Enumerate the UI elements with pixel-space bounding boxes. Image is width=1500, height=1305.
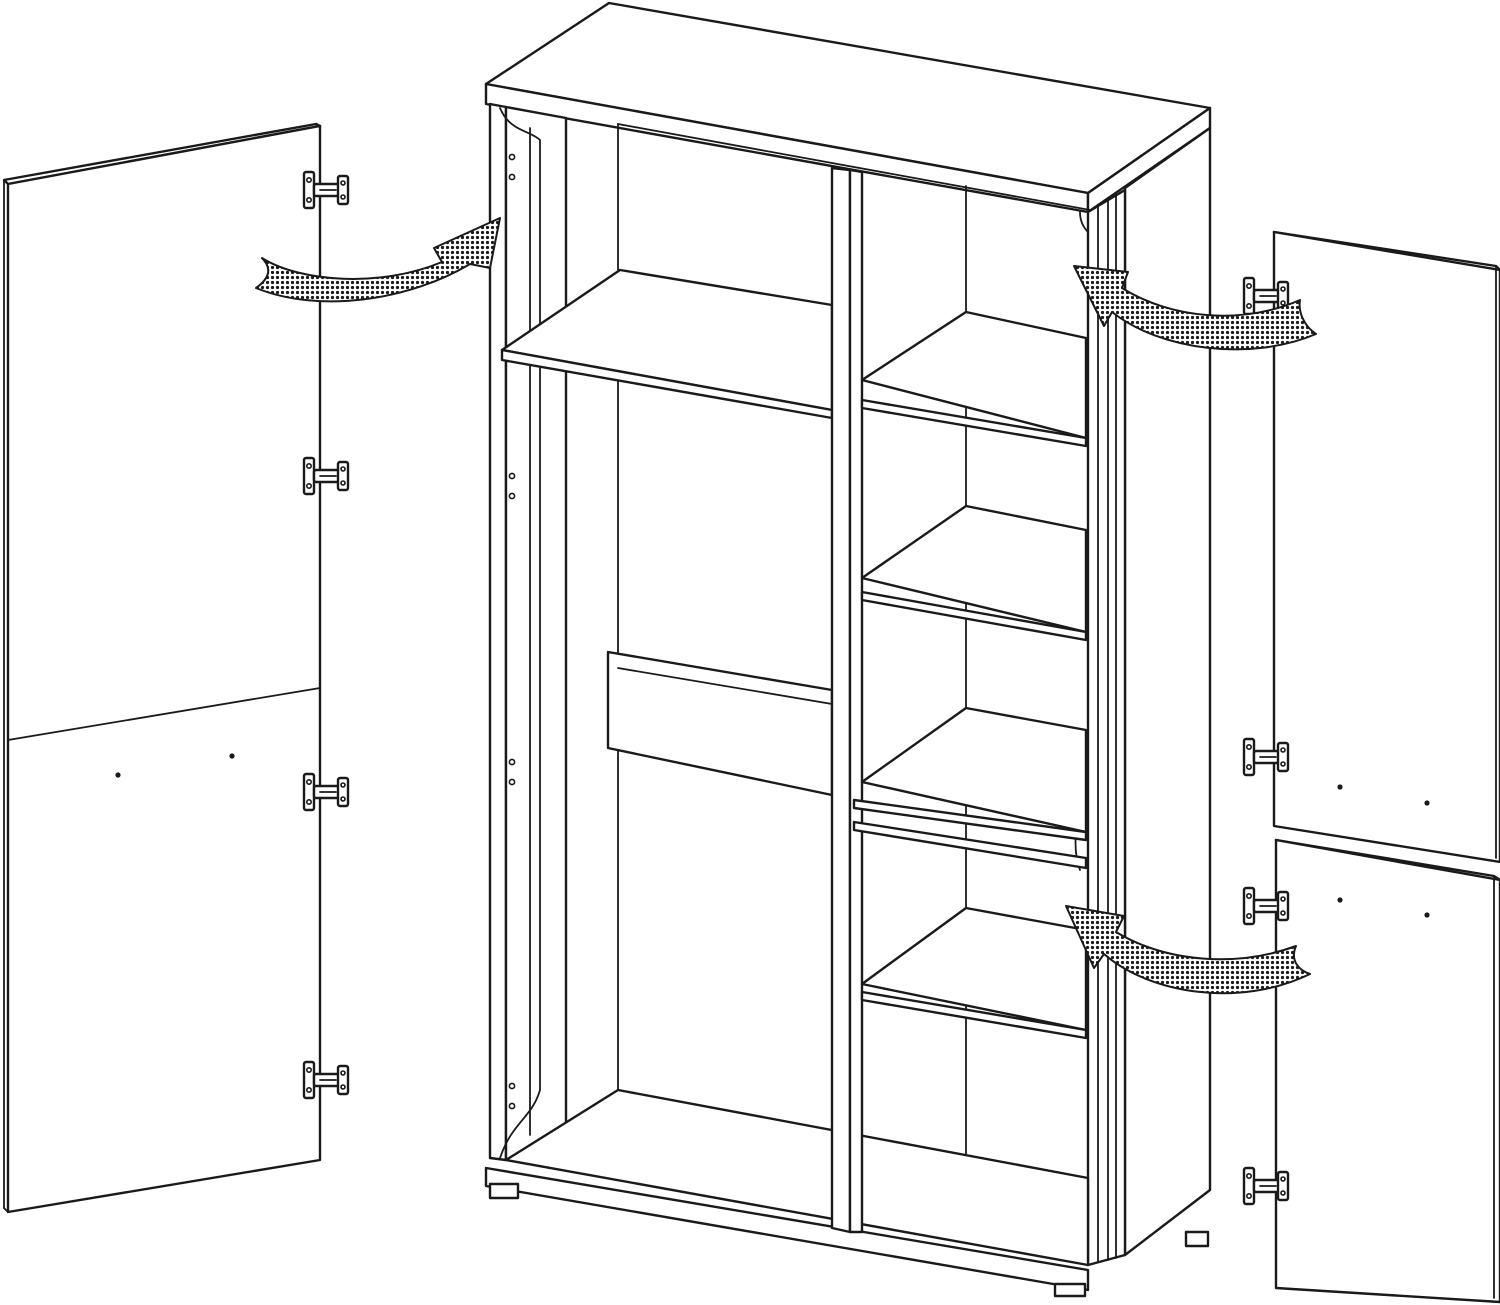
bottom-board [504,1088,1090,1267]
hinge-icon [1242,1166,1290,1206]
bottom-plinth [484,1166,1090,1292]
hinge-icon [302,1060,350,1100]
drawer-box [606,650,834,797]
back-panel [617,123,1091,211]
left-side-front-edge [488,102,508,1162]
foot-right [1053,1282,1087,1298]
right-side-scallop-top [1079,211,1089,233]
hinge-icon [302,772,350,812]
foot-left [488,1182,520,1200]
right-lower-door [1242,838,1500,1304]
right-side-front-edge [1086,188,1127,1267]
curved-arrow-icon [1073,265,1317,351]
right-upper-door [1242,230,1500,864]
hinge-icon [1242,737,1290,777]
right-shelf-1 [860,310,1088,440]
left-side-scallop-bottom [499,359,541,1159]
hinge-icon [302,456,350,496]
right-shelf-2 [860,504,1088,634]
central-divider-front [830,166,852,1234]
curved-arrow-icon [255,217,501,303]
left-door-panel-seam [7,687,321,741]
left-door [2,122,350,1214]
right-shelf-3 [860,706,1088,834]
curved-arrow-icon [1065,905,1311,995]
hinge-icon [1242,886,1290,926]
central-divider-side [848,168,864,1234]
hinge-icon [302,170,350,210]
left-side-inner-face [504,105,568,1162]
foot-back [1184,1230,1210,1248]
left-side-scallop-top [499,107,541,331]
shelf-pin-holes [508,153,516,1110]
cabinet [484,1,1212,1298]
